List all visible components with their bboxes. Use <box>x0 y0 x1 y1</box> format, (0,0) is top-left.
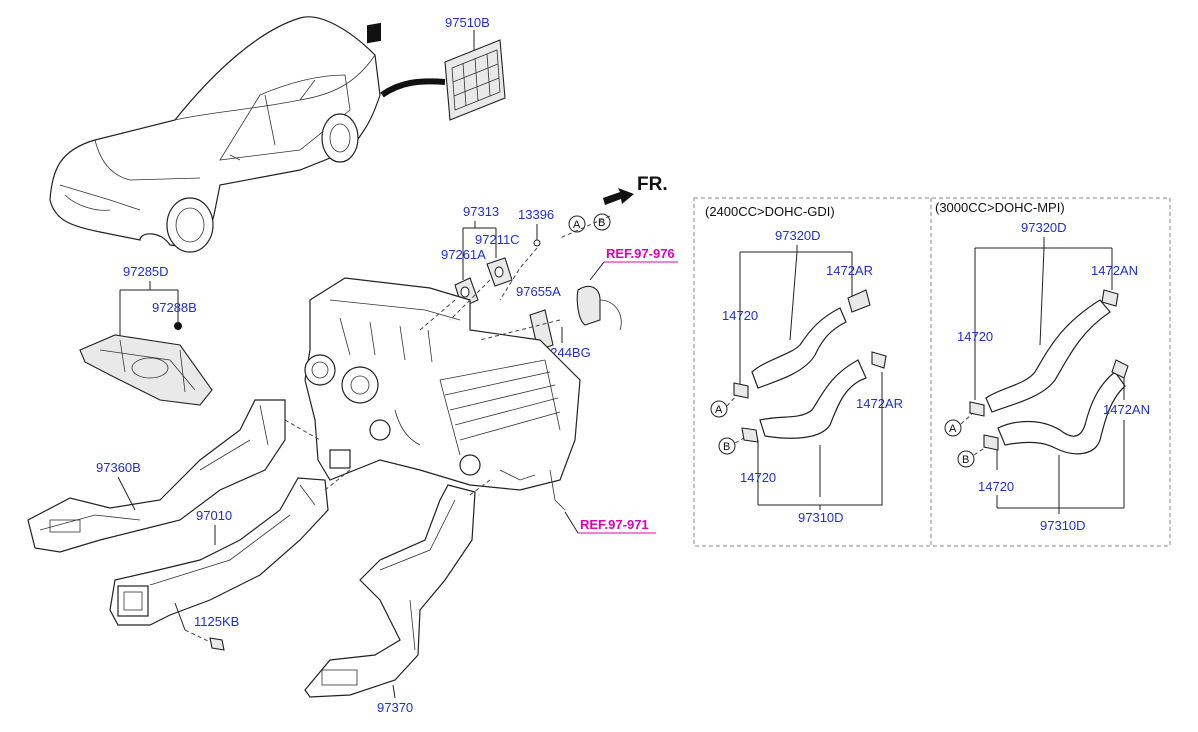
label-97285D: 97285D <box>123 264 169 279</box>
panel-left-header: (2400CC>DOHC-GDI) <box>705 204 835 219</box>
label-97655A: 97655A <box>516 284 561 299</box>
label-97510B: 97510B <box>445 15 490 30</box>
callout-a-circle <box>568 215 586 233</box>
panel-left-circle-a: A <box>715 404 723 416</box>
panel-left-circle-b: B <box>723 441 730 453</box>
callout-b-circle <box>593 213 611 231</box>
callout-b: B <box>598 217 605 229</box>
panel-right-circle-b: B <box>962 454 969 466</box>
label-13396: 13396 <box>518 207 554 222</box>
duct-97360B <box>27 399 286 553</box>
ref-97-976: REF.97-976 <box>606 246 675 261</box>
duct-97370 <box>304 484 476 698</box>
label-97360B: 97360B <box>96 460 141 475</box>
bracket-97285D <box>79 334 213 406</box>
label-97261A: 97261A <box>441 247 486 262</box>
panel-left-1472AR-mid: 1472AR <box>856 396 903 411</box>
label-97370: 97370 <box>377 700 413 715</box>
panel-left-1472AR-top: 1472AR <box>826 263 873 278</box>
front-label: FR. <box>637 174 668 195</box>
panel-3000cc: (3000CC>DOHC-MPI) 97320D 1472AN 14720 A … <box>935 200 1150 533</box>
label-97211C: 97211C <box>475 232 520 247</box>
hose-variants-box <box>693 197 1171 547</box>
duct-97010 <box>109 477 329 626</box>
panel-right-1472AN-mid: 1472AN <box>1103 402 1150 417</box>
panel-right-14720-top: 14720 <box>957 329 993 344</box>
panel-left-97320D: 97320D <box>775 228 821 243</box>
label-1125KB: 1125KB <box>194 614 239 629</box>
panel-left-14720-bot: 14720 <box>740 470 776 485</box>
cabin-filter-97510B <box>444 39 506 121</box>
panel-right-97320D: 97320D <box>1021 220 1067 235</box>
front-arrow <box>603 188 634 205</box>
panel-left-14720-top: 14720 <box>722 308 758 323</box>
panel-right-14720-bot: 14720 <box>978 479 1014 494</box>
panel-left-97310D: 97310D <box>798 510 844 525</box>
hvac-unit <box>304 277 581 511</box>
callout-a: A <box>573 219 581 231</box>
label-97313: 97313 <box>463 204 499 219</box>
panel-right-circle-a: A <box>949 423 957 435</box>
label-97288B: 97288B <box>152 300 197 315</box>
panel-right-header: (3000CC>DOHC-MPI) <box>935 200 1065 215</box>
car-illustration <box>49 16 446 253</box>
panel-right-97310D: 97310D <box>1040 518 1086 533</box>
panel-right-1472AN-top: 1472AN <box>1091 263 1138 278</box>
label-97010: 97010 <box>196 508 232 523</box>
ref-97-971: REF.97-971 <box>580 517 649 532</box>
panel-2400cc: (2400CC>DOHC-GDI) 97320D 1472AR 14720 A … <box>705 204 903 525</box>
